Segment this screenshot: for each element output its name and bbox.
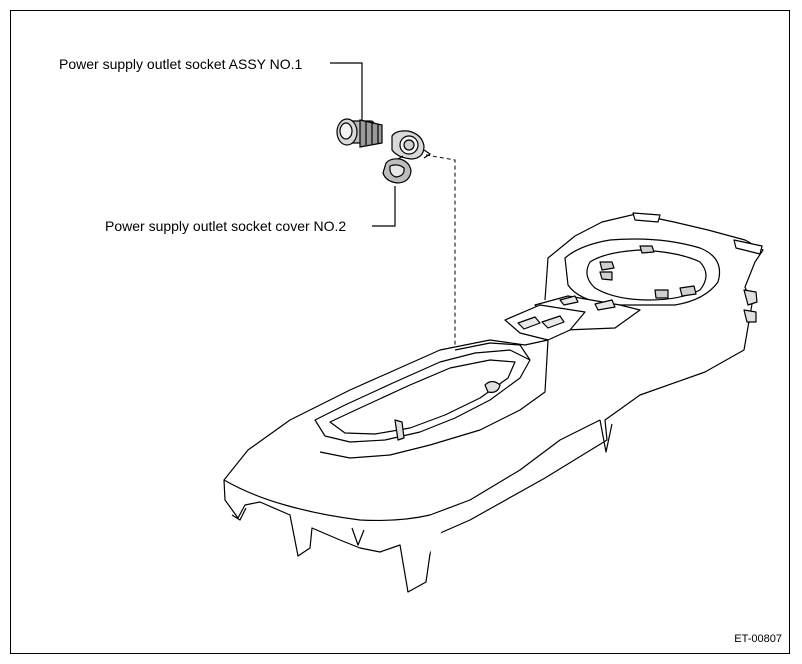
callout-socket-cover: Power supply outlet socket cover NO.2 xyxy=(105,218,347,234)
installation-guide xyxy=(425,154,481,386)
figure-code: ET-00807 xyxy=(734,633,782,645)
diagram-frame xyxy=(10,10,790,654)
leader-line-socket-cover xyxy=(372,186,396,227)
callout-socket-assy: Power supply outlet socket ASSY NO.1 xyxy=(59,56,303,72)
socket-cover-icon xyxy=(382,130,432,184)
socket-assy-icon xyxy=(336,118,383,148)
console-box-icon xyxy=(223,212,764,593)
leader-line-socket-assy xyxy=(330,62,363,120)
leader-lines xyxy=(330,62,396,227)
